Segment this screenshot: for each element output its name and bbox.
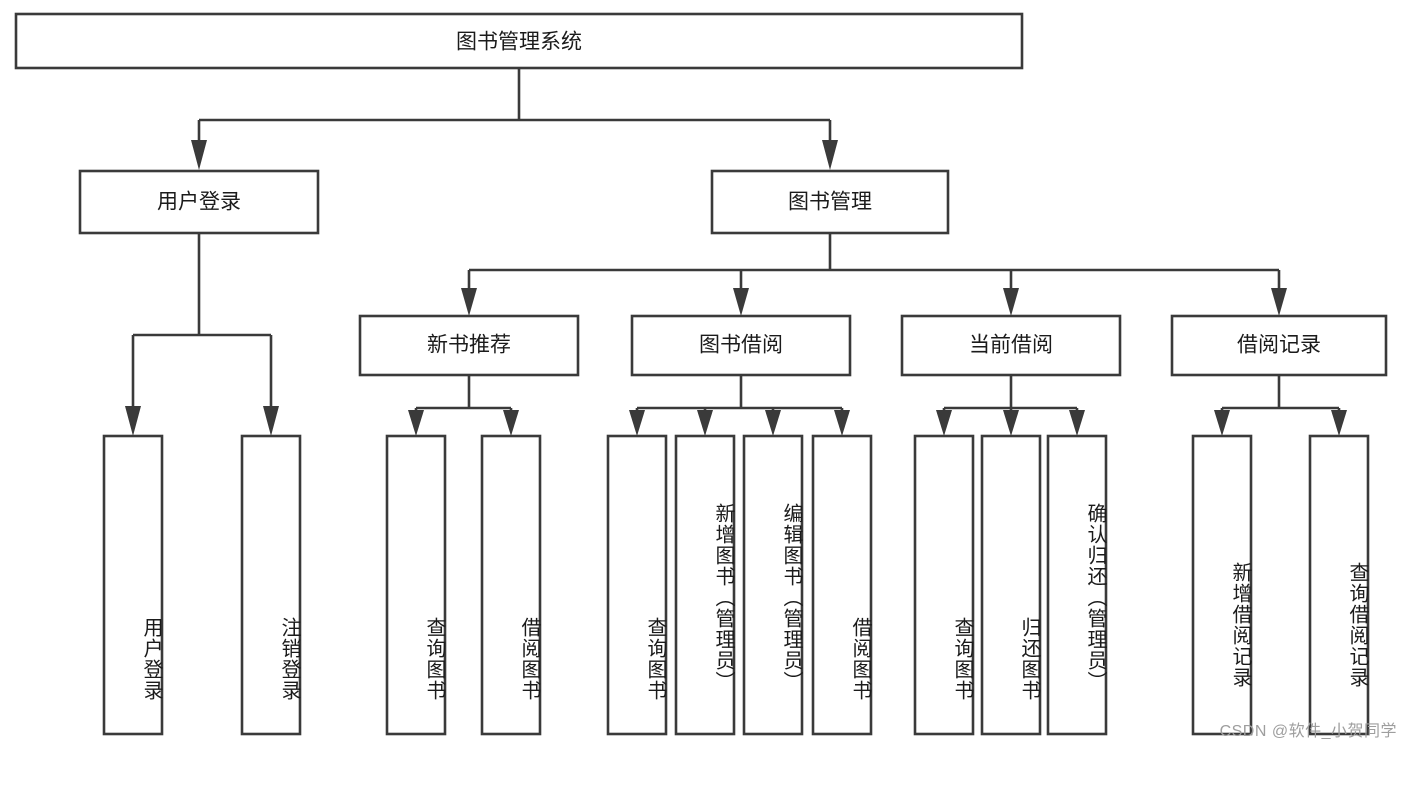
node-leaf-return-book[interactable] [980,434,1042,736]
arrowhead-leaf-user-login [125,406,141,436]
node-user-login[interactable] [78,169,320,235]
diagram-canvas: 图书管理系统 用户登录 图书管理 新书推荐 图书借阅 当前借阅 借阅记录 [14,12,1397,740]
arrowhead-borrow-record [1271,288,1287,316]
node-book-management[interactable] [710,169,950,235]
node-root-label: 图书管理系统 [456,31,582,54]
arrowhead-user-login [191,140,207,170]
arrowhead-new-book-recommend [461,288,477,316]
node-layer: 图书管理系统 用户登录 图书管理 新书推荐 图书借阅 当前借阅 借阅记录 [14,12,1388,736]
arrowhead-leaf-query-book-1 [408,410,424,436]
arrowhead-leaf-logout [263,406,279,436]
arrowhead-leaf-return-book [1003,410,1019,436]
node-leaf-query-book-1[interactable] [385,434,447,736]
node-leaf-query-book-2[interactable] [606,434,668,736]
node-borrow-record[interactable] [1170,314,1388,377]
csdn-watermark: CSDN @软件_小贺同学 [1219,723,1397,740]
arrowhead-leaf-query-book-3 [936,410,952,436]
arrowhead-leaf-confirm-return [1069,410,1085,436]
arrowhead-leaf-borrow-book-2 [834,410,850,436]
node-book-management-label: 图书管理 [788,191,872,214]
node-leaf-add-book[interactable] [674,434,736,736]
arrowhead-leaf-borrow-book-1 [503,410,519,436]
arrowhead-current-borrow [1003,288,1019,316]
node-leaf-edit-book[interactable] [742,434,804,736]
arrowhead-leaf-edit-book [765,410,781,436]
node-book-borrow[interactable] [630,314,852,377]
hierarchy-tree-svg: 图书管理系统 用户登录 图书管理 新书推荐 图书借阅 当前借阅 借阅记录 [14,12,1388,736]
node-leaf-borrow-book-1[interactable] [480,434,542,736]
node-user-login-label: 用户登录 [157,191,241,214]
node-leaf-add-record[interactable] [1191,434,1253,736]
node-leaf-confirm-return[interactable] [1046,434,1108,736]
node-leaf-logout[interactable] [240,434,302,736]
node-leaf-user-login[interactable] [102,434,164,736]
arrowhead-book-management [822,140,838,170]
node-root[interactable] [14,12,1024,70]
node-new-book-recommend-label: 新书推荐 [427,334,511,357]
node-leaf-borrow-book-2[interactable] [811,434,873,736]
node-leaf-query-record[interactable] [1308,434,1370,736]
node-current-borrow-label: 当前借阅 [969,334,1053,357]
arrowhead-leaf-add-book [697,410,713,436]
arrowhead-leaf-query-record [1331,410,1347,436]
arrowhead-leaf-add-record [1214,410,1230,436]
node-new-book-recommend[interactable] [358,314,580,377]
node-leaf-query-book-3[interactable] [913,434,975,736]
arrowhead-book-borrow [733,288,749,316]
connector-layer [125,68,1347,436]
node-borrow-record-label: 借阅记录 [1237,334,1321,357]
node-current-borrow[interactable] [900,314,1122,377]
node-book-borrow-label: 图书借阅 [699,334,783,357]
arrowhead-leaf-query-book-2 [629,410,645,436]
